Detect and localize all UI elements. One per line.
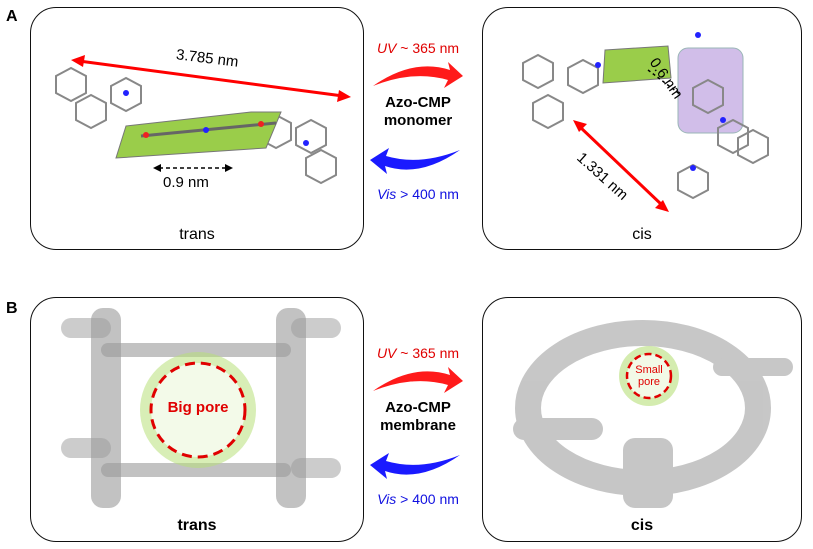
small-pore-line1: Small [635,364,663,376]
trans-caption: trans [177,517,217,534]
length-arrow [577,124,665,208]
uv-condition: UV ~ 365 nm [376,40,460,56]
uv-arrow-icon [373,367,463,393]
panel-a-switch: UV ~ 365 nm Azo-CMP monomer Vis > 400 nm [358,40,478,202]
small-pore-label: Small pore [619,364,679,388]
purple-plane [677,47,744,134]
vis-condition: Vis > 400 nm [377,186,459,202]
cis-membrane-illustration [513,320,793,508]
vis-arrow-icon [370,148,460,174]
vis-arrow-icon [370,453,460,479]
azo-cmp-name-line2: membrane [380,417,456,434]
uv-condition: UV ~ 365 nm [376,345,460,361]
big-pore-ring [149,361,247,459]
uv-arrow-icon [373,62,463,88]
panel-a-trans: 3.785 nm 0.9 nm trans [30,7,364,250]
panel-b-cis: Small pore cis [482,297,802,542]
panel-b-label: B [6,300,18,317]
trans-membrane-illustration [61,308,341,508]
green-plane [115,111,282,159]
azo-cmp-name-line1: Azo-CMP [385,94,451,111]
panel-b-switch: UV ~ 365 nm Azo-CMP membrane Vis > 400 n… [358,345,478,507]
small-pore-line2: pore [637,376,661,388]
azo-cmp-name-line2: monomer [383,112,453,129]
panel-a-cis: 0.6 nm 1.331 nm cis [482,7,802,250]
cis-caption: cis [630,517,654,534]
length-arrow [78,59,344,98]
trans-caption: trans [179,226,215,243]
cis-monomer-illustration [522,32,769,212]
panel-a-label: A [6,8,18,25]
big-pore-label: Big pore [167,399,229,416]
cis-caption: cis [632,226,652,243]
vis-condition: Vis > 400 nm [377,491,459,507]
panel-b-trans: Big pore trans [30,297,364,542]
azo-cmp-name-line1: Azo-CMP [385,399,451,416]
width-label: 0.9 nm [163,174,209,191]
trans-monomer-illustration [55,55,351,185]
small-pore-ring [625,352,673,400]
